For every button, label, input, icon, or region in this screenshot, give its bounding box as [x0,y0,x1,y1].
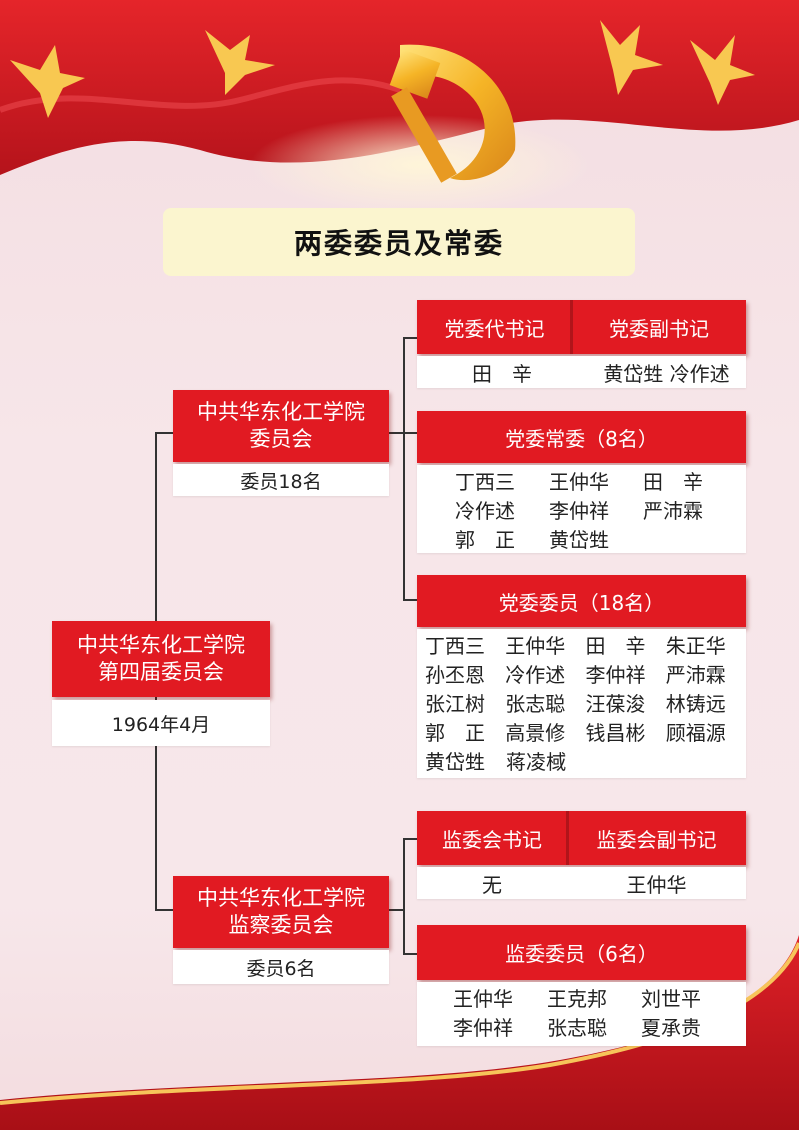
root-date: 1964年4月 [52,700,270,746]
supervision-members-header: 监委委员（6名） [417,925,746,980]
member-name: 丁西三 [455,470,515,494]
connector-party-secretary [403,337,417,339]
member-name: 李仲祥 [549,499,609,523]
supervision-secretary-names: 无 [482,872,502,897]
connector-branch-party [155,432,173,434]
member-name: 王克邦 [547,987,607,1011]
supervision-secretary-label: 监委会书记 [442,827,542,852]
member-name: 李仲祥 [453,1016,513,1040]
supervision-committee-node: 中共华东化工学院 监察委员会 [173,876,389,948]
member-name: 高景修 [505,721,566,745]
party-committee-count: 委员18名 [173,464,389,496]
connector-supervision-vertical [403,838,405,955]
connector-supervision-out [389,909,405,911]
connector-branch-supervision [155,909,173,911]
root-node-line2: 第四届委员会 [98,660,224,684]
name-row: 张江树 张志聪 汪葆浚 林铸远 [425,690,746,719]
member-name: 夏承贵 [641,1016,701,1040]
supervision-committee-line2: 监察委员会 [228,913,334,937]
member-name: 张江树 [425,692,485,716]
party-deputy-names: 黄岱甡 冷作述 [603,361,730,386]
supervision-secretary-header: 监委会书记 监委会副书记 [417,811,746,865]
connector-party-standing [403,432,417,434]
member-name: 王仲华 [453,987,513,1011]
connector-party-vertical [403,337,405,601]
party-secretary-label: 党委代书记 [444,316,545,341]
supervision-members-names: 王仲华 王克邦 刘世平 李仲祥 张志聪 夏承贵 [417,982,746,1046]
hammer-sickle-emblem [389,44,516,183]
member-name: 严沛霖 [665,663,726,687]
party-secretary-header: 党委代书记 党委副书记 [417,300,746,354]
member-name: 朱正华 [665,634,726,658]
member-name: 刘世平 [641,987,701,1011]
member-name: 田 辛 [585,634,646,658]
member-name: 王仲华 [505,634,566,658]
supervision-committee-line1: 中共华东化工学院 [197,886,365,910]
member-name: 孙丕恩 [425,663,485,687]
member-name: 蒋凌棫 [506,750,566,774]
red-flag-banner [0,0,799,215]
supervision-deputy-names: 王仲华 [626,872,687,897]
name-row: 丁西三 王仲华 田 辛 [455,468,746,497]
member-name: 严沛霖 [643,499,703,523]
red-wave-banner [0,935,799,1130]
root-node-line1: 中共华东化工学院 [77,633,245,657]
supervision-deputy-label: 监委会副书记 [596,827,717,852]
member-name: 黄岱甡 [549,528,609,552]
party-committee-node: 中共华东化工学院 委员会 [173,390,389,462]
member-name: 冷作述 [455,499,515,523]
member-name: 林铸远 [665,692,726,716]
name-row: 王仲华 王克邦 刘世平 [453,985,746,1014]
party-secretary-names: 田 辛 [472,361,532,386]
dove-icons [10,20,755,118]
page-title: 两委委员及常委 [163,208,635,276]
name-row: 丁西三 王仲华 田 辛 朱正华 [425,632,746,661]
member-name: 郭 正 [425,721,485,745]
connector-party-members [403,599,417,601]
party-members-header: 党委委员（18名） [417,575,746,627]
member-name: 冷作述 [505,663,566,687]
name-row: 郭 正 黄岱甡 [455,526,746,555]
supervision-committee-count: 委员6名 [173,950,389,984]
party-secretary-names-box: 田 辛 黄岱甡 冷作述 [417,356,746,388]
connector-party-out [389,432,405,434]
member-name: 顾福源 [665,721,726,745]
member-name: 汪葆浚 [585,692,646,716]
member-name: 李仲祥 [585,663,646,687]
connector-supervision-secretary [403,838,417,840]
supervision-secretary-names-box: 无 王仲华 [417,867,746,899]
connector-supervision-members [403,953,417,955]
member-name: 王仲华 [549,470,609,494]
supervision-header-divider [566,811,569,865]
party-deputy-label: 党委副书记 [609,316,709,341]
party-standing-names: 丁西三 王仲华 田 辛 冷作述 李仲祥 严沛霖 郭 正 黄岱甡 [417,465,746,553]
member-name: 钱昌彬 [585,721,646,745]
member-name: 张志聪 [547,1016,607,1040]
member-name: 丁西三 [425,634,485,658]
member-name: 郭 正 [455,528,515,552]
party-committee-line1: 中共华东化工学院 [197,400,365,424]
name-row: 李仲祥 张志聪 夏承贵 [453,1014,746,1043]
party-header-divider [570,300,573,354]
member-name: 张志聪 [505,692,566,716]
party-committee-line2: 委员会 [249,427,313,451]
name-row: 郭 正 高景修 钱昌彬 顾福源 [425,719,746,748]
member-name: 田 辛 [643,470,703,494]
name-row: 冷作述 李仲祥 严沛霖 [455,497,746,526]
member-name: 黄岱甡 [425,750,485,774]
name-row: 孙丕恩 冷作述 李仲祥 严沛霖 [425,661,746,690]
party-standing-header: 党委常委（8名） [417,411,746,463]
party-members-names: 丁西三 王仲华 田 辛 朱正华 孙丕恩 冷作述 李仲祥 严沛霖 张江树 张志聪 … [417,629,746,778]
root-node: 中共华东化工学院 第四届委员会 [52,621,270,697]
name-row: 黄岱甡 蒋凌棫 [425,748,746,777]
